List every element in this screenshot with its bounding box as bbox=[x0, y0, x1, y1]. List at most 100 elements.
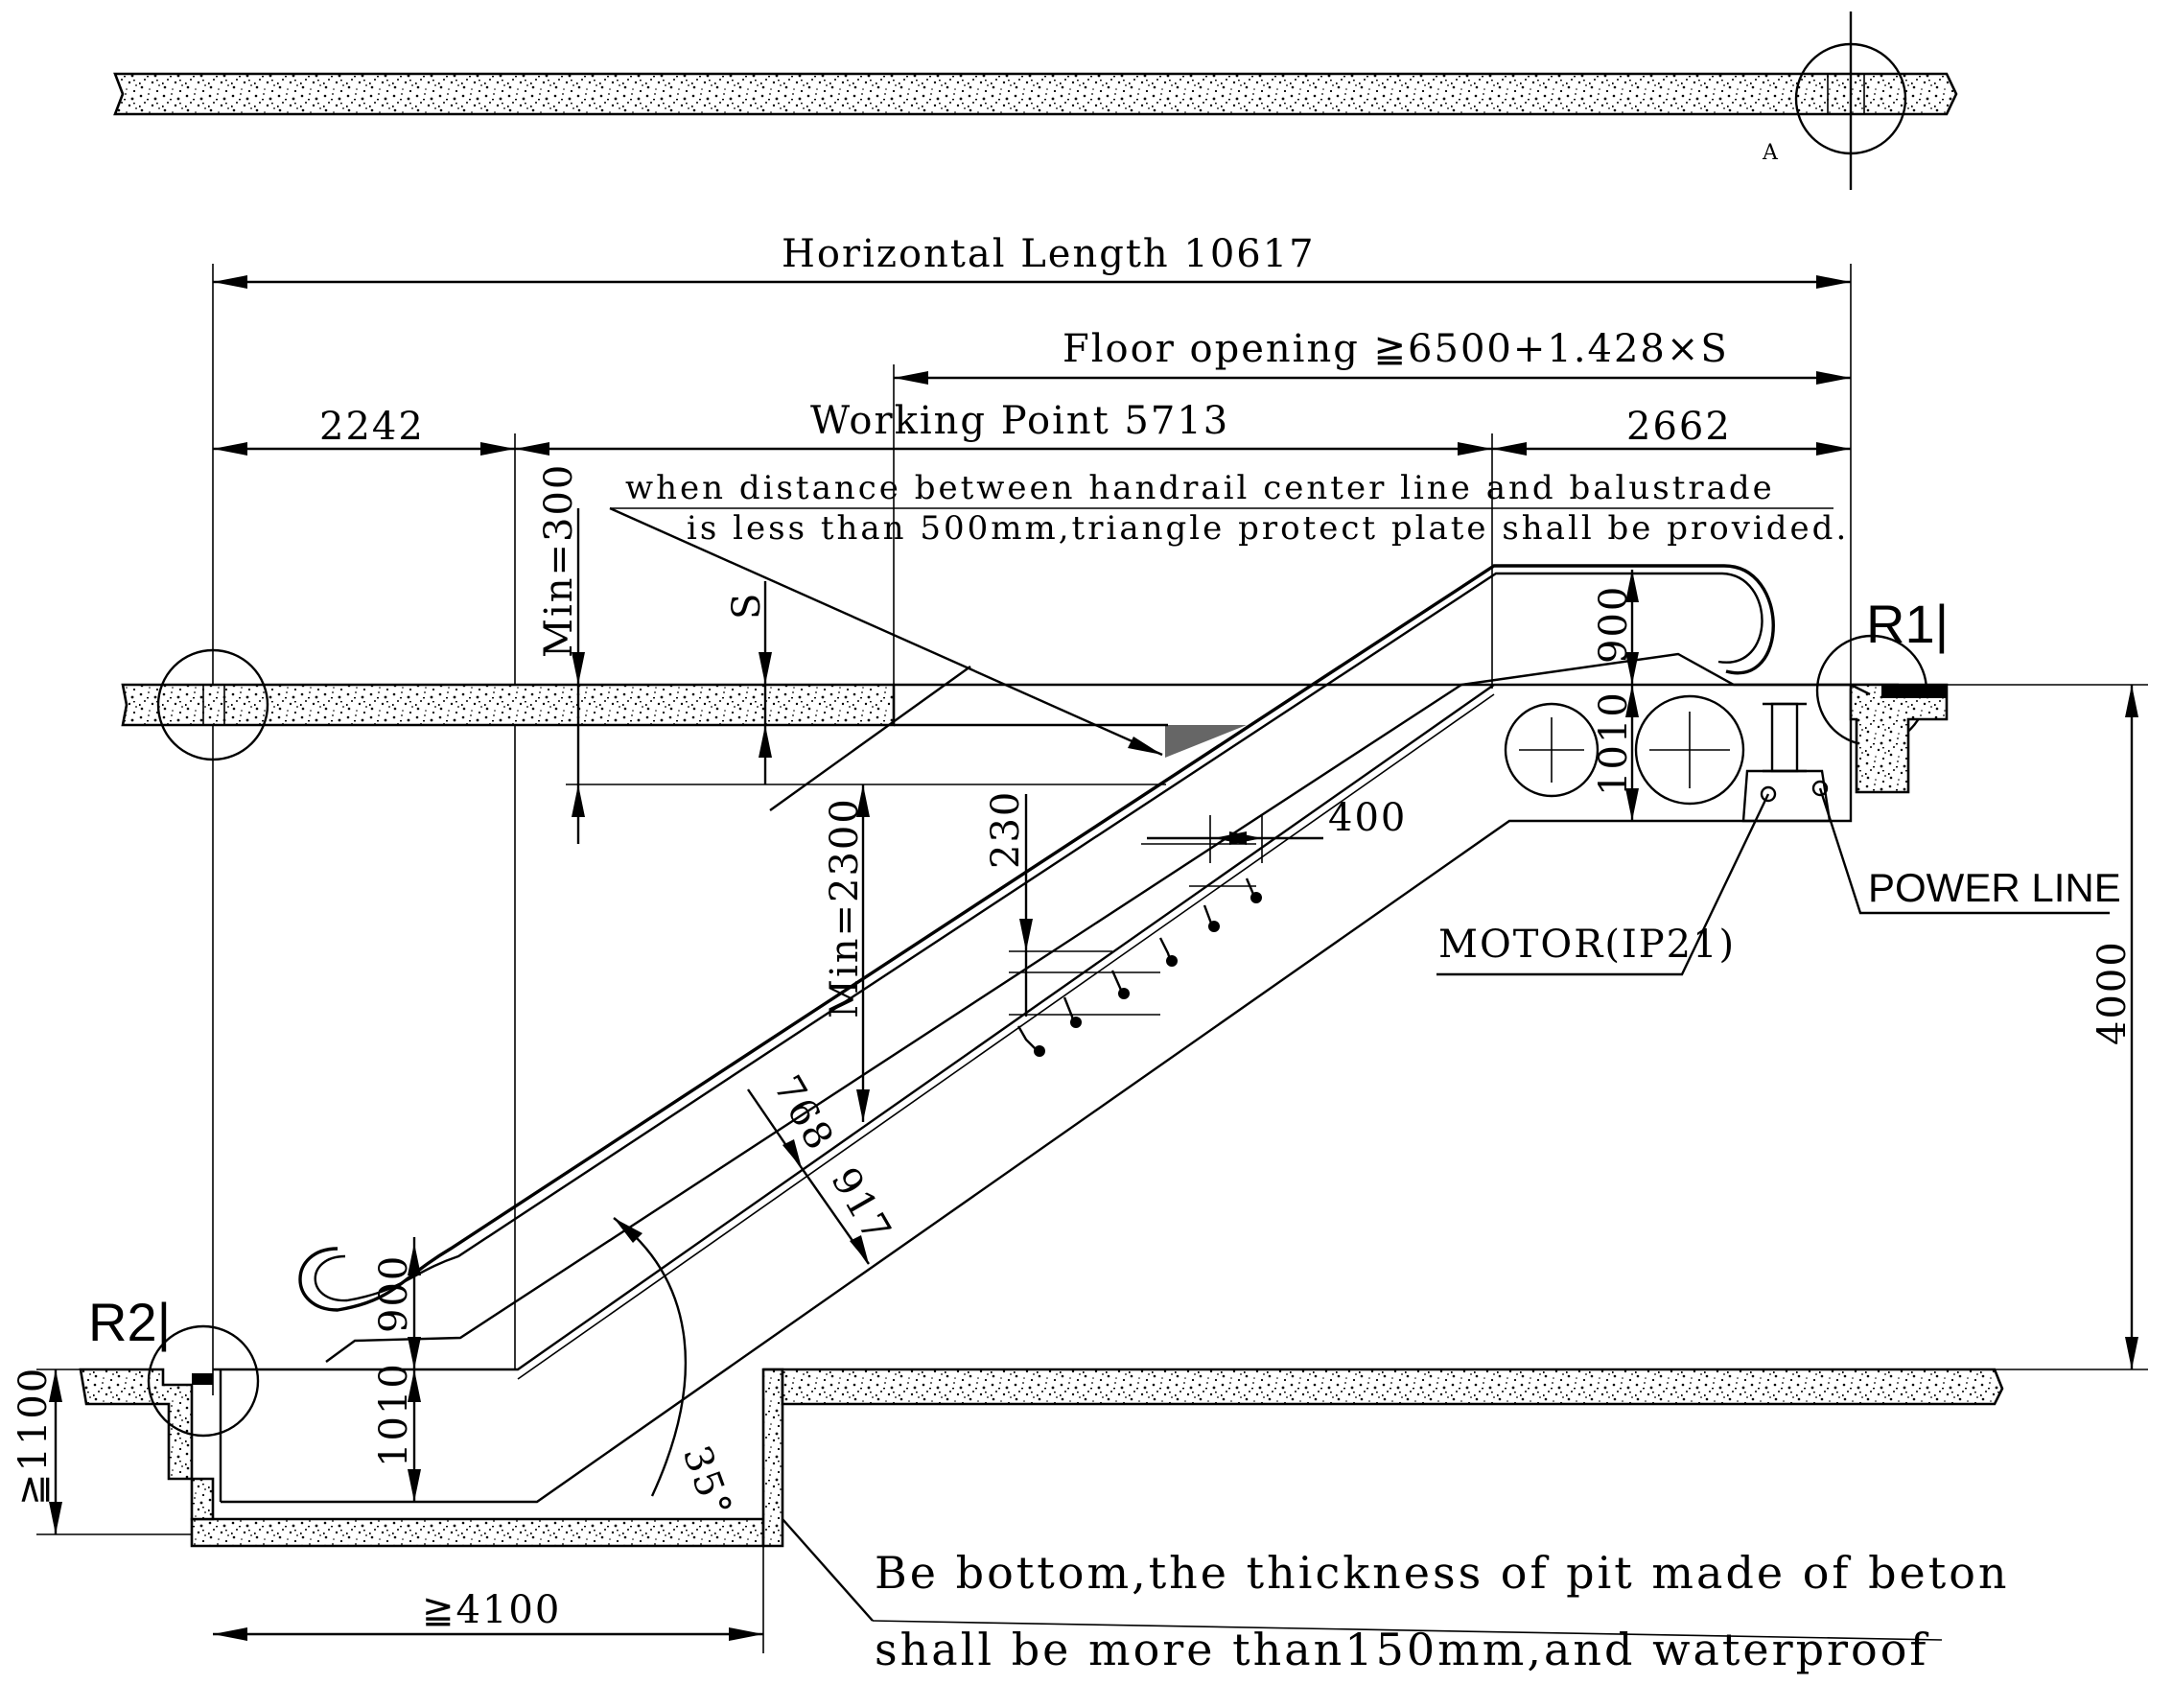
upper-sprocket-left bbox=[1504, 702, 1600, 798]
d917-arrow-end bbox=[850, 1235, 869, 1264]
min2300-arrow-top bbox=[856, 784, 870, 817]
upper-900-arrow-top bbox=[1625, 570, 1639, 602]
r2-comb-plate bbox=[192, 1373, 213, 1385]
upper-1010-text: 1010 bbox=[1592, 690, 1636, 796]
s-arrow-top bbox=[759, 652, 772, 685]
pit-note-group: Be bottom,the thickness of pit made of b… bbox=[782, 1518, 2010, 1675]
dim-5713-arrow-left bbox=[515, 442, 549, 456]
r1-detail-group: R1| bbox=[1815, 594, 1949, 794]
lower-900-arrow-top bbox=[408, 1243, 421, 1275]
lower-floor-group: R2| 900 1010 35° ≧1100 ≧4100 bbox=[12, 1217, 2004, 1653]
dim-horizontal-length-text: Horizontal Length 10617 bbox=[782, 232, 1316, 276]
triangle-note-line2: is less than 500mm,triangle protect plat… bbox=[687, 509, 1849, 548]
triangle-note-leader bbox=[609, 506, 1163, 757]
dim-horizontal-length-arrow-right bbox=[1816, 275, 1851, 289]
pit-wall-right bbox=[761, 1368, 784, 1548]
r2-detail-circle bbox=[147, 1324, 260, 1438]
lower-1010-text: 1010 bbox=[372, 1362, 416, 1467]
min300-arrow-top bbox=[572, 652, 585, 685]
lower-floor-slab-right bbox=[763, 1368, 2004, 1406]
pit-note-leader bbox=[782, 1518, 874, 1622]
dim-2242-text: 2242 bbox=[319, 405, 425, 449]
min2300-arrow-bottom bbox=[856, 1089, 870, 1122]
pit-floor-slab bbox=[190, 1517, 765, 1548]
dim-floor-opening-text: Floor opening ≧6500+1.428×S bbox=[1063, 327, 1729, 371]
motor-base bbox=[1741, 769, 1832, 823]
inclined-dimensions-group: 768 917 bbox=[747, 1068, 899, 1265]
dim-floor-opening-arrow-right bbox=[1816, 371, 1851, 385]
triangle-note-leader-arrow bbox=[1128, 737, 1162, 755]
dim-2662-arrow-left bbox=[1492, 442, 1527, 456]
step-roller-4 bbox=[1166, 955, 1178, 967]
lower-900-text: 900 bbox=[372, 1254, 416, 1333]
step-roller-6 bbox=[1250, 892, 1262, 903]
pit-note-line2: shall be more than150mm,and waterproof bbox=[875, 1624, 1928, 1675]
s-text: S bbox=[725, 592, 769, 620]
upper-sprocket-right bbox=[1634, 694, 1745, 806]
d917-text: 917 bbox=[822, 1160, 899, 1251]
r1-leader bbox=[1850, 683, 1871, 696]
upper-right-dimensions-group: 900 1010 bbox=[1592, 570, 1639, 821]
upper-1010-arrow-bottom bbox=[1625, 788, 1639, 821]
pit-depth-text: ≧1100 bbox=[12, 1367, 56, 1506]
r1-slab-edge bbox=[1849, 683, 1949, 794]
triangle-note-line1: when distance between handrail center li… bbox=[625, 469, 1775, 507]
triangle-plate-note-group: when distance between handrail center li… bbox=[609, 469, 1849, 757]
upper-left-detail-circle bbox=[156, 648, 269, 761]
top-dimension-group: Horizontal Length 10617 Floor opening ≧6… bbox=[212, 232, 1852, 1395]
step-roller-5 bbox=[1208, 921, 1220, 932]
dim-horizontal-length-arrow-left bbox=[213, 275, 247, 289]
dim-floor-opening-arrow-left bbox=[894, 371, 928, 385]
mid-dimensions-group: Min=2300 230 400 bbox=[823, 784, 1407, 1122]
upper-floor-group: Min=300 S bbox=[121, 463, 1899, 844]
pit-length-text: ≧4100 bbox=[422, 1588, 561, 1632]
callouts-group: POWER LINE MOTOR(IP21) bbox=[1436, 787, 2121, 976]
pit-depth-arrow-bottom bbox=[49, 1502, 62, 1534]
dim-2242-arrow-right bbox=[480, 442, 515, 456]
top-slab bbox=[113, 72, 1958, 116]
lower-floor-slab-left bbox=[79, 1368, 194, 1481]
step-roller-3 bbox=[1118, 988, 1130, 999]
steps-group bbox=[1009, 843, 1262, 1057]
dim-5713-arrow-right bbox=[1458, 442, 1492, 456]
balustrade-top-edge bbox=[325, 652, 1851, 1363]
power-terminal bbox=[1811, 780, 1829, 797]
d230-text: 230 bbox=[984, 790, 1028, 869]
r2-label: R2| bbox=[88, 1292, 171, 1352]
pit-depth-arrow-top bbox=[49, 1369, 62, 1402]
d230-arrow-bottom bbox=[1019, 919, 1033, 951]
truss-underside bbox=[221, 689, 1853, 1504]
motor-label: MOTOR(IP21) bbox=[1438, 923, 1736, 967]
step-roller-1 bbox=[1034, 1045, 1045, 1057]
lower-1010-arrow-bottom bbox=[408, 1469, 421, 1502]
rise-arrow-bottom bbox=[2125, 1337, 2138, 1369]
pit-length-arrow-left bbox=[213, 1627, 247, 1641]
upper-900-text: 900 bbox=[1592, 585, 1636, 664]
top-slab-group: A bbox=[113, 12, 1958, 190]
upper-floor-slab-left bbox=[121, 683, 896, 727]
lower-900-arrow-bottom bbox=[408, 1337, 421, 1369]
min2300-text: Min=2300 bbox=[823, 797, 867, 1018]
dim-2662-arrow-right bbox=[1816, 442, 1851, 456]
r1-label: R1| bbox=[1866, 594, 1949, 654]
motor-terminal bbox=[1760, 785, 1777, 803]
rise-text: 4000 bbox=[2090, 940, 2135, 1045]
angle-arc-arrow bbox=[614, 1218, 642, 1243]
s-arrow-bottom bbox=[759, 725, 772, 758]
d400-text: 400 bbox=[1328, 796, 1407, 840]
d400-arrow-right bbox=[1229, 831, 1262, 845]
angle-text: 35° bbox=[674, 1440, 741, 1525]
triangle-plate-hatch bbox=[1165, 725, 1247, 758]
handrail-inner bbox=[314, 572, 1763, 1302]
angle-arc bbox=[613, 1217, 687, 1497]
step-nosing-line-2 bbox=[517, 693, 1495, 1380]
motor-leader bbox=[1436, 793, 1770, 976]
min300-text: Min=300 bbox=[537, 463, 581, 658]
pit-note-line1: Be bottom,the thickness of pit made of b… bbox=[875, 1547, 2010, 1599]
d768-arrow-end bbox=[782, 1139, 802, 1168]
power-line-label: POWER LINE bbox=[1868, 865, 2121, 910]
rise-arrow-top bbox=[2125, 685, 2138, 717]
min300-arrow-bottom bbox=[572, 784, 585, 817]
r1-comb-plate bbox=[1881, 685, 1947, 698]
